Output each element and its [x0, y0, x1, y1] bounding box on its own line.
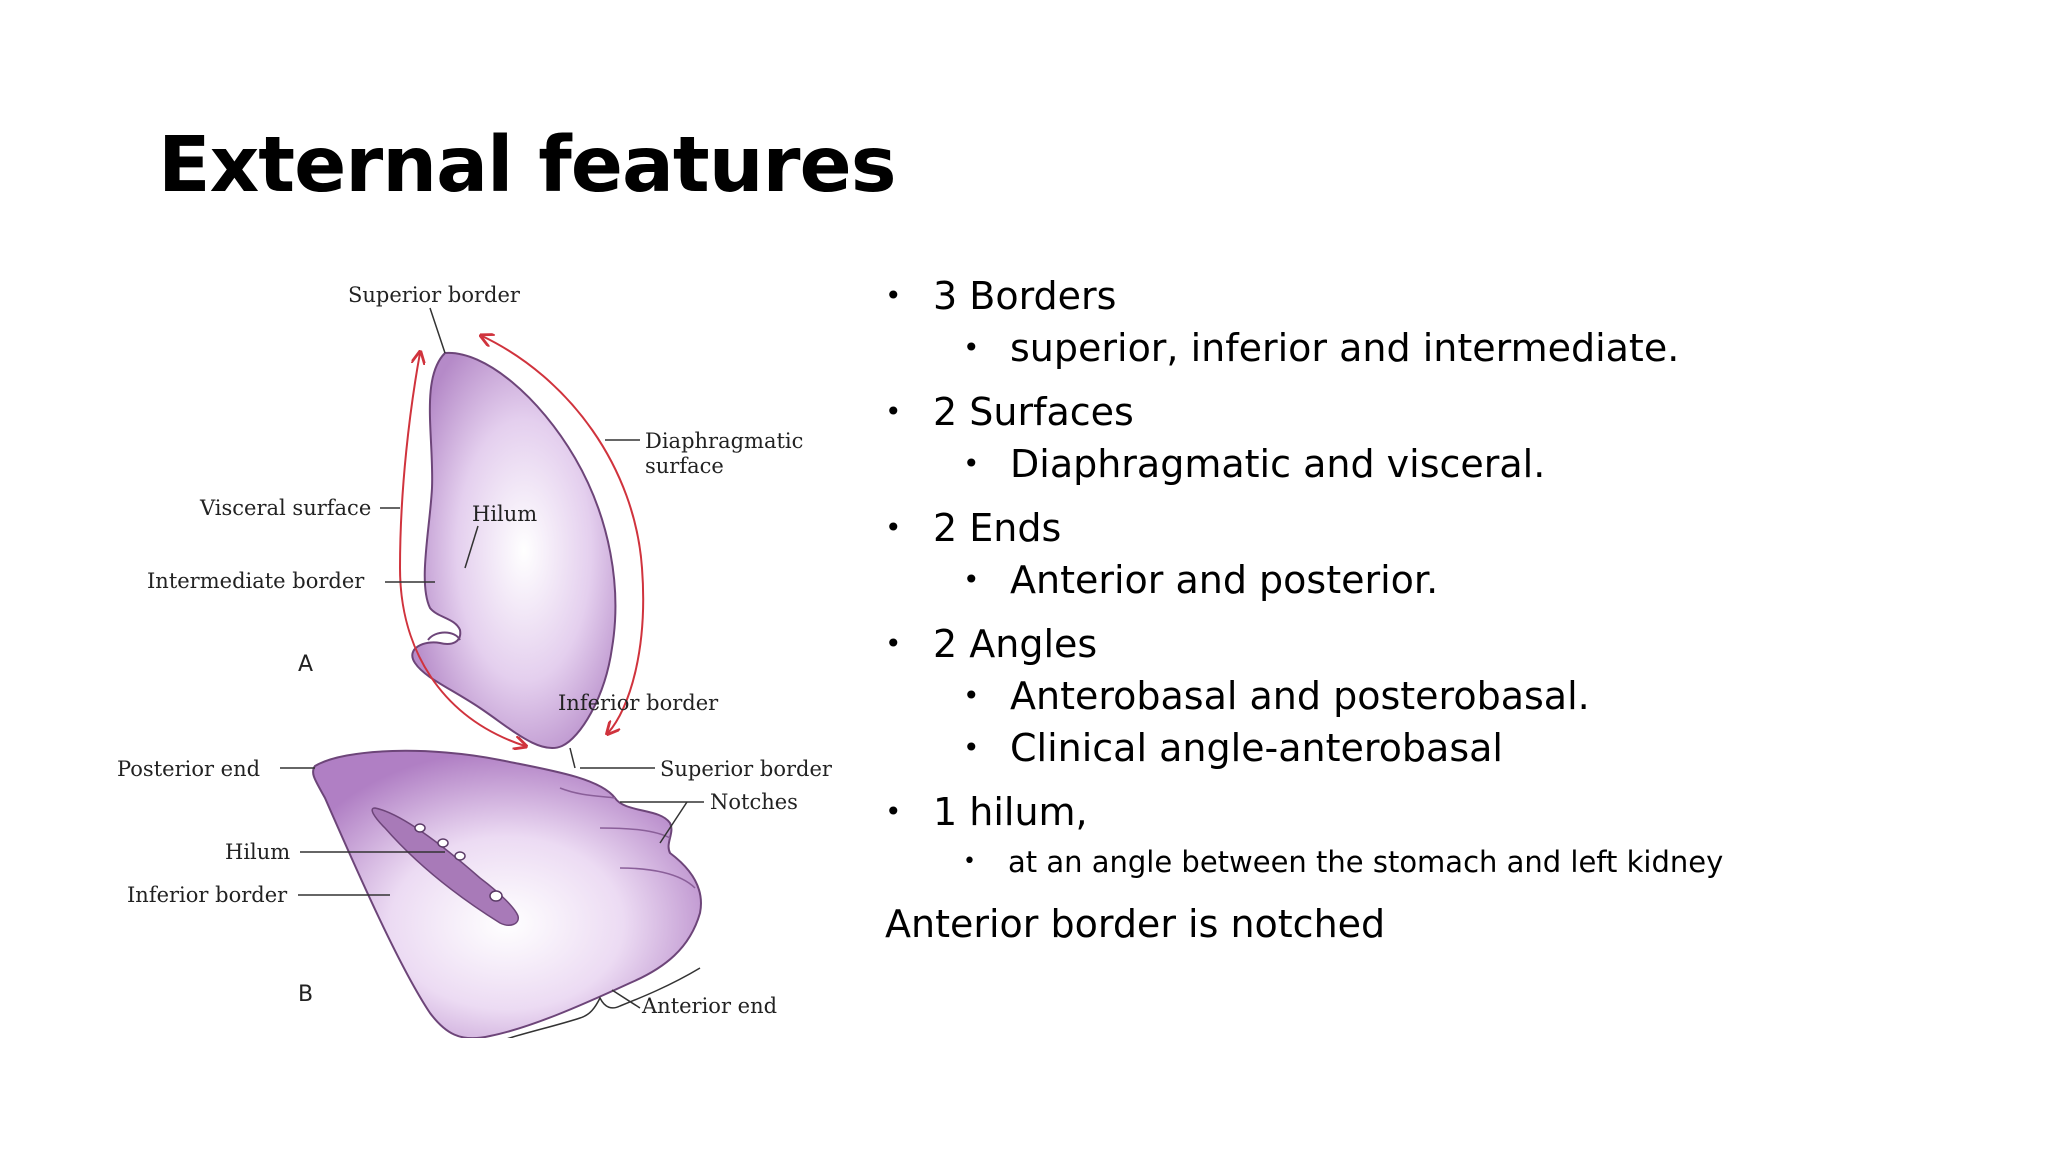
label-a-diaphragmatic-1: Diaphragmatic: [645, 429, 803, 453]
bullet-level2: • Anterior and posterior.: [885, 554, 2005, 606]
bullet-text: at an angle between the stomach and left…: [1008, 845, 1724, 879]
bullet-dot-icon: •: [963, 731, 980, 764]
hilum-strip-b: [371, 807, 519, 926]
bullet-dot-icon: •: [885, 627, 902, 660]
spleen-diagram: Superior border Diaphragmatic surface Vi…: [100, 268, 860, 1038]
bullet-text: superior, inferior and intermediate.: [1010, 326, 1680, 370]
bullet-dot-icon: •: [963, 849, 976, 874]
bullet-level2: • Anterobasal and posterobasal.: [885, 670, 2005, 722]
bullet-text: Clinical angle-anterobasal: [1010, 726, 1503, 770]
bullet-dot-icon: •: [963, 679, 980, 712]
bullet-level2: • superior, inferior and intermediate.: [885, 322, 2005, 374]
label-b-notches: Notches: [710, 790, 798, 814]
bullet-level2: • Diaphragmatic and visceral.: [885, 438, 2005, 490]
slide-title: External features: [158, 121, 897, 210]
bullet-level1: • 1 hilum,: [885, 786, 2005, 838]
label-b-anterior-end: Anterior end: [641, 994, 777, 1018]
bullet-dot-icon: •: [963, 331, 980, 364]
bullet-level1: • 2 Ends: [885, 502, 2005, 554]
label-a-intermediate-border: Intermediate border: [147, 569, 365, 593]
bullet-dot-icon: •: [885, 511, 902, 544]
bullet-level1: • 3 Borders: [885, 270, 2005, 322]
spleen-diagram-svg: Superior border Diaphragmatic surface Vi…: [117, 283, 833, 1038]
bullet-level1: • 2 Angles: [885, 618, 2005, 670]
spleen-b-shape: [312, 749, 702, 1038]
bullet-text: 1 hilum,: [933, 790, 1088, 834]
visceral-surface-arrow: [398, 353, 525, 746]
bullet-text: Anterobasal and posterobasal.: [1010, 674, 1590, 718]
bullet-level2: • Clinical angle-anterobasal: [885, 722, 2005, 774]
statement-text: Anterior border is notched: [885, 902, 1386, 946]
label-a-inferior-border: Inferior border: [558, 691, 719, 715]
bullet-text: 2 Angles: [933, 622, 1098, 666]
bullet-level1: • 2 Surfaces: [885, 386, 2005, 438]
label-b-inferior-border: Inferior border: [127, 883, 288, 907]
bullet-dot-icon: •: [885, 395, 902, 428]
bullet-text: 2 Surfaces: [933, 390, 1134, 434]
label-a-superior-border: Superior border: [348, 283, 521, 307]
label-b-hilum: Hilum: [225, 840, 290, 864]
label-a-visceral-surface: Visceral surface: [199, 496, 371, 520]
bullet-text: Anterior and posterior.: [1010, 558, 1439, 602]
bullet-dot-icon: •: [885, 279, 902, 312]
label-b-posterior-end: Posterior end: [117, 757, 260, 781]
bullet-dot-icon: •: [963, 447, 980, 480]
bullet-text: 3 Borders: [933, 274, 1117, 318]
label-a-diaphragmatic-2: surface: [645, 454, 724, 478]
bullet-dot-icon: •: [963, 563, 980, 596]
bullet-text: 2 Ends: [933, 506, 1062, 550]
bullet-text: Diaphragmatic and visceral.: [1010, 442, 1546, 486]
diaphragmatic-surface-arrow: [482, 336, 645, 733]
spleen-a-shape: [411, 351, 617, 749]
label-b-superior-border: Superior border: [660, 757, 833, 781]
label-a-hilum: Hilum: [472, 502, 537, 526]
plain-statement: Anterior border is notched: [885, 898, 2005, 950]
panel-a-letter: A: [298, 652, 313, 677]
panel-b-letter: B: [298, 982, 313, 1007]
bullet-dot-icon: •: [885, 795, 902, 828]
bullet-list: • 3 Borders • superior, inferior and inter…: [885, 270, 2005, 950]
bullet-level3: • at an angle between the stomach and lef…: [885, 838, 2005, 886]
